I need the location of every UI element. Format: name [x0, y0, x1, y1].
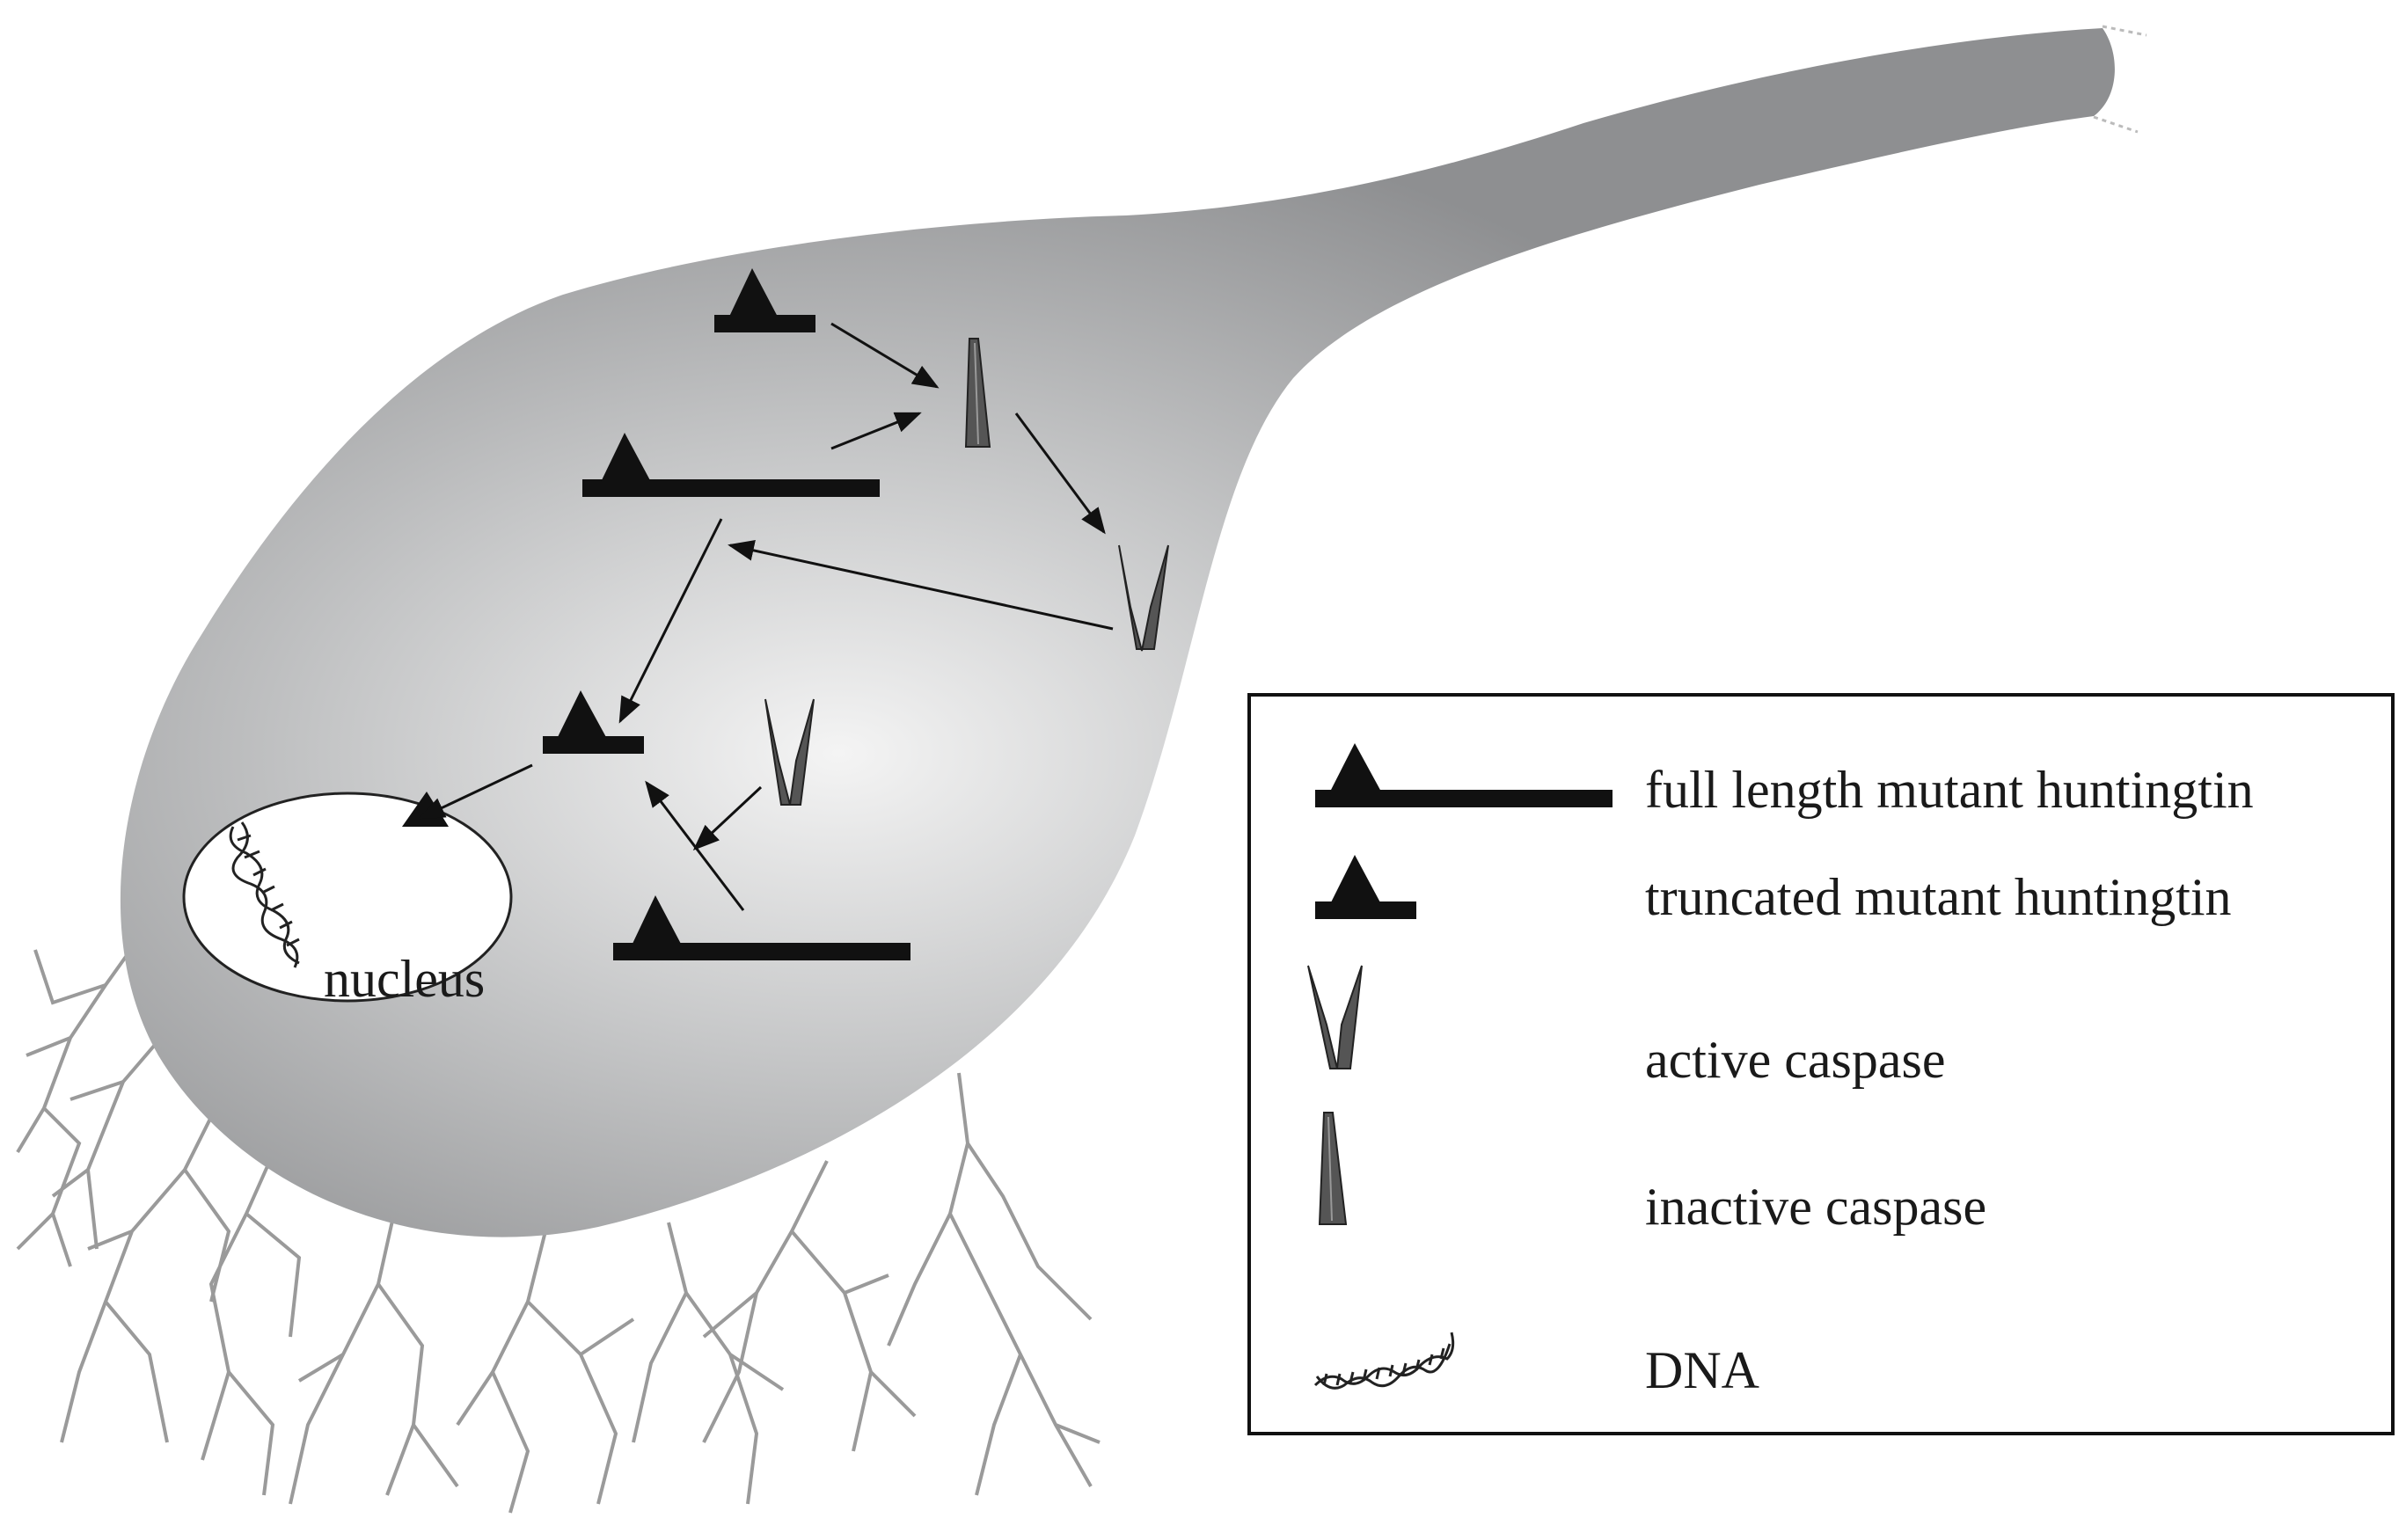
dendrites	[16, 922, 1101, 1514]
nucleus-dna-icon	[229, 821, 300, 968]
full-length-huntingtin-bottom	[613, 895, 910, 960]
truncated-huntingtin-top	[714, 268, 815, 332]
legend-label-active-caspase: active caspase	[1645, 1031, 1945, 1089]
active-caspase-diagram-right	[1118, 544, 1169, 652]
legend-label-inactive-caspase: inactive caspase	[1645, 1178, 1986, 1236]
full-length-huntingtin-top	[582, 433, 880, 497]
dna-icon	[1313, 1332, 1455, 1390]
legend-label-full-length: full length mutant huntingtin	[1645, 761, 2254, 819]
cell-body	[120, 28, 2115, 1237]
legend: full length mutant huntingtin truncated …	[1247, 693, 2395, 1435]
nucleus-label: nucleus	[324, 950, 485, 1008]
inactive-caspase-icon	[1318, 1112, 1348, 1225]
full-length-huntingtin-icon	[1315, 743, 1613, 807]
legend-label-dna: DNA	[1645, 1341, 1759, 1399]
pathway-arrows	[418, 322, 1114, 911]
legend-box	[1247, 693, 2395, 1435]
active-caspase-diagram-middle	[764, 698, 815, 806]
inactive-caspase-diagram	[964, 338, 991, 448]
nucleus	[182, 792, 513, 1003]
legend-label-truncated: truncated mutant huntingtin	[1645, 868, 2232, 926]
active-caspase-icon	[1307, 965, 1363, 1069]
truncated-huntingtin-icon	[1315, 855, 1416, 919]
truncated-huntingtin-middle	[543, 690, 644, 754]
